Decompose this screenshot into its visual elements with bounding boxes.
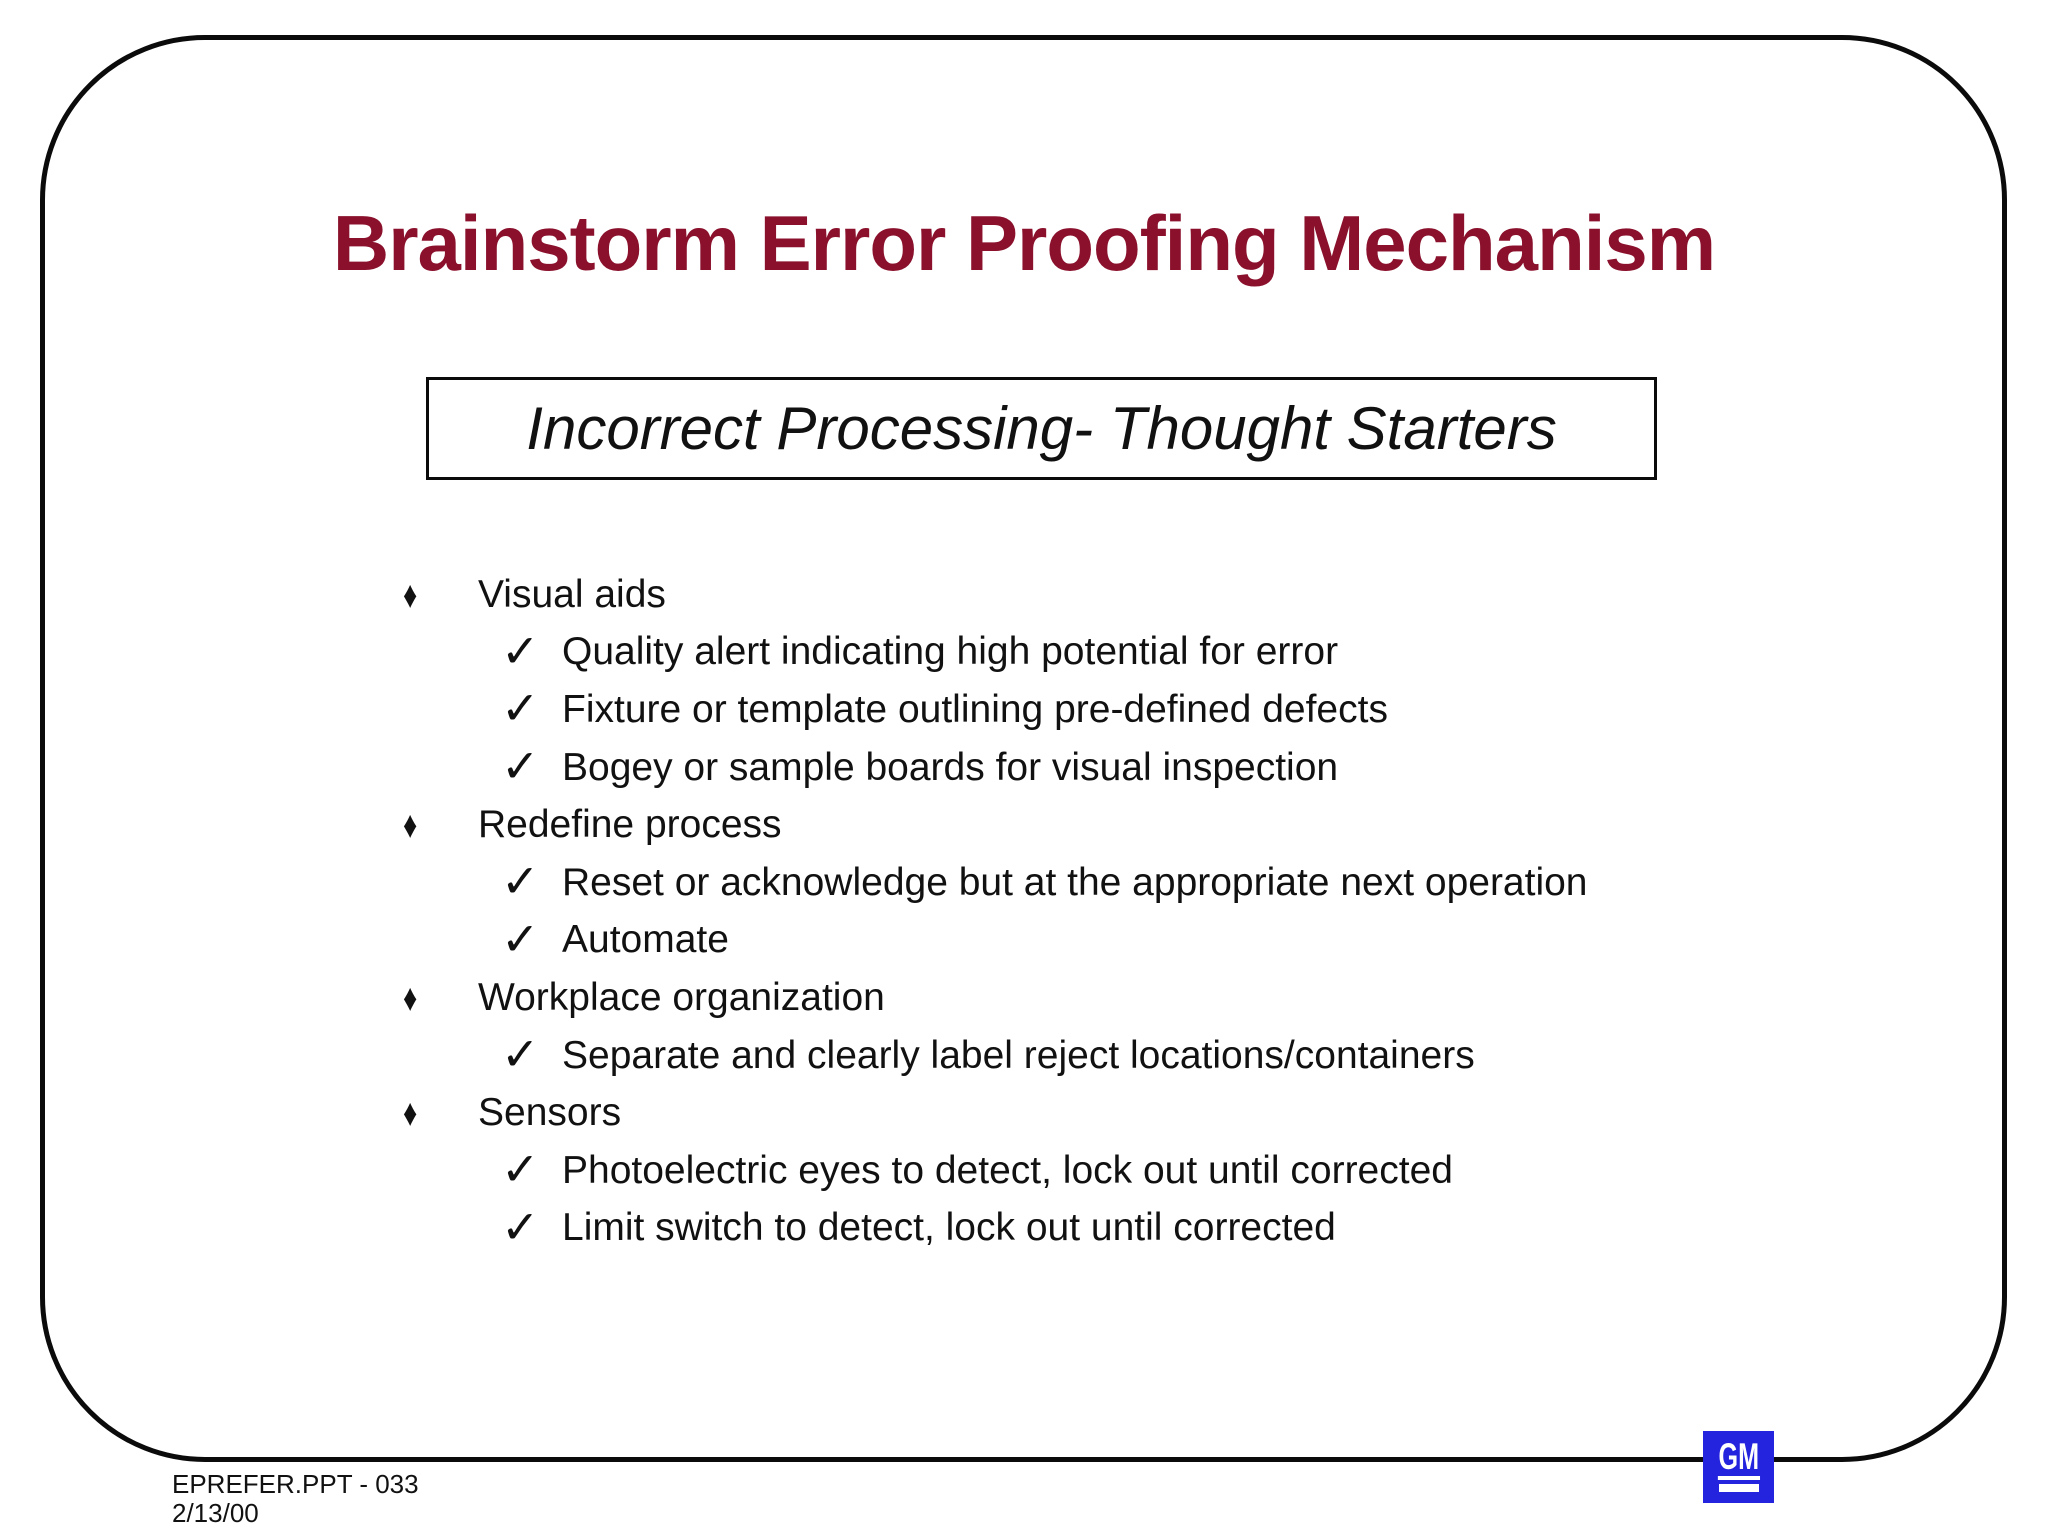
- sub-list-item-label: Fixture or template outlining pre-define…: [562, 687, 1388, 731]
- check-icon: ✓: [501, 1200, 540, 1253]
- list-item-label: Visual aids: [478, 572, 666, 616]
- gm-logo-underline: GM: [1717, 1436, 1760, 1480]
- check-icon: ✓: [501, 624, 540, 677]
- sub-list-item: ✓ Quality alert indicating high potential…: [0, 624, 2048, 682]
- gm-logo-text: GM: [1718, 1436, 1759, 1477]
- subtitle-text: Incorrect Processing- Thought Starters: [526, 395, 1557, 462]
- sub-list-item-label: Photoelectric eyes to detect, lock out u…: [562, 1148, 1453, 1192]
- slide-border: [40, 35, 2007, 1462]
- sub-list-item: ✓ Automate: [0, 912, 2048, 970]
- list-item: ♦ Workplace organization: [0, 969, 2048, 1027]
- list-item-label: Redefine process: [478, 803, 782, 847]
- check-icon: ✓: [501, 682, 540, 735]
- subtitle-box: Incorrect Processing- Thought Starters: [426, 377, 1657, 480]
- page-title: Brainstorm Error Proofing Mechanism: [332, 199, 1716, 287]
- slide-footer: EPREFER.PPT - 033 2/13/00: [172, 1470, 419, 1528]
- diamond-bullet-icon: ♦: [403, 572, 418, 616]
- diamond-bullet-icon: ♦: [403, 975, 418, 1019]
- list-item-label: Sensors: [478, 1091, 622, 1135]
- footer-filename: EPREFER.PPT - 033: [172, 1469, 419, 1499]
- sub-list-item-label: Separate and clearly label reject locati…: [562, 1033, 1475, 1077]
- sub-list-item: ✓ Limit switch to detect, lock out until …: [0, 1200, 2048, 1258]
- list-item: ♦ Sensors: [0, 1084, 2048, 1142]
- check-icon: ✓: [501, 854, 540, 907]
- sub-list-item: ✓ Fixture or template outlining pre-defin…: [0, 681, 2048, 739]
- diamond-bullet-icon: ♦: [403, 1091, 418, 1135]
- check-icon: ✓: [501, 1142, 540, 1195]
- bullet-list: ♦ Visual aids ✓ Quality alert indicating hi…: [0, 566, 2048, 1257]
- gm-logo-bar: [1718, 1484, 1759, 1492]
- gm-logo: GM: [1703, 1431, 1774, 1503]
- footer-date: 2/13/00: [172, 1498, 259, 1528]
- sub-list-item: ✓ Reset or acknowledge but at the appropr…: [0, 854, 2048, 912]
- check-icon: ✓: [501, 1027, 540, 1080]
- sub-list-item-label: Reset or acknowledge but at the appropri…: [562, 860, 1588, 904]
- sub-list-item: ✓ Separate and clearly label reject locat…: [0, 1027, 2048, 1085]
- list-item: ♦ Visual aids: [0, 566, 2048, 624]
- sub-list-item: ✓ Bogey or sample boards for visual inspe…: [0, 739, 2048, 797]
- diamond-bullet-icon: ♦: [403, 803, 418, 847]
- sub-list-item-label: Automate: [562, 918, 729, 962]
- sub-list-item: ✓ Photoelectric eyes to detect, lock out …: [0, 1142, 2048, 1200]
- list-item-label: Workplace organization: [478, 975, 885, 1019]
- sub-list-item-label: Bogey or sample boards for visual inspec…: [562, 745, 1339, 789]
- sub-list-item-label: Quality alert indicating high potential …: [562, 630, 1339, 674]
- sub-list-item-label: Limit switch to detect, lock out until c…: [562, 1206, 1336, 1250]
- list-item: ♦ Redefine process: [0, 796, 2048, 854]
- check-icon: ✓: [501, 739, 540, 792]
- check-icon: ✓: [501, 912, 540, 965]
